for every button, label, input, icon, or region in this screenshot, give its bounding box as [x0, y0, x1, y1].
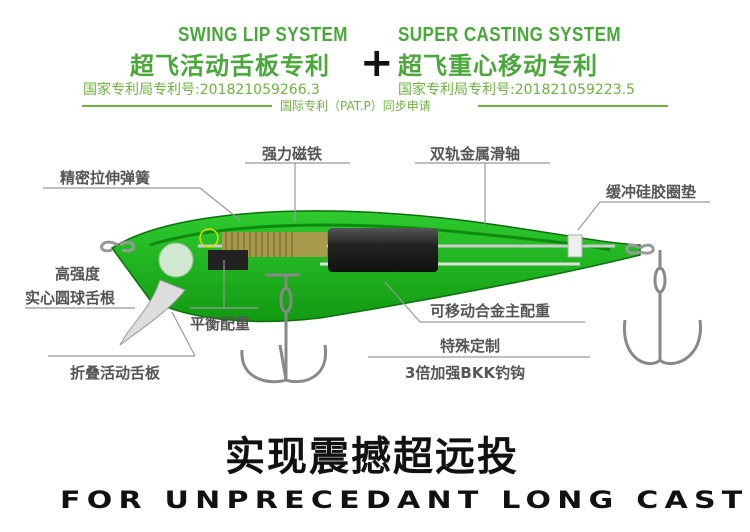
patent-right: 国家专利局专利号:201821059223.5 [398, 82, 635, 98]
label-hook-1: 特殊定制 [440, 337, 501, 355]
divider-left [82, 105, 272, 107]
line-tie [100, 240, 135, 253]
label-ball-1: 高强度 [55, 265, 101, 283]
patent-left: 国家专利局专利号:201821059266.3 [83, 82, 320, 98]
main-title: 实现震撼超远投 [225, 433, 519, 480]
super-casting-title: SUPER CASTING SYSTEM [398, 24, 621, 46]
label-magnet: 强力磁铁 [262, 145, 323, 163]
swing-lip-cn: 超飞活动舌板专利 [130, 52, 330, 80]
ball-joint [158, 242, 194, 278]
silicone-cushion [567, 234, 583, 258]
alloy-weight [328, 228, 438, 272]
swing-lip-title: SWING LIP SYSTEM [178, 24, 348, 46]
main-subtitle: FOR UNPRECEDANT LONG CASTING [60, 486, 750, 514]
front-hook [240, 273, 327, 384]
label-hook-2: 3倍加强BKK钓钩 [405, 364, 526, 382]
plus-sign: + [360, 40, 394, 86]
leader-lines [25, 162, 710, 358]
folding-lip [119, 279, 186, 346]
label-lip: 折叠活动舌板 [70, 364, 161, 382]
label-ball-2: 实心圆球舌根 [25, 289, 116, 307]
label-rail: 双轨金属滑轴 [430, 145, 521, 163]
super-casting-cn: 超飞重心移动专利 [398, 52, 598, 80]
divider-right [478, 105, 668, 107]
rear-hook [622, 250, 702, 366]
label-spring: 精密拉伸弹簧 [60, 169, 151, 187]
balance-weight [208, 250, 248, 270]
label-cushion: 缓冲硅胶圈垫 [606, 183, 697, 201]
label-weight: 可移动合金主配重 [430, 302, 551, 320]
intl-patent: 国际专利（PAT.P）同步申请 [280, 99, 431, 113]
label-balance: 平衡配重 [190, 315, 251, 333]
